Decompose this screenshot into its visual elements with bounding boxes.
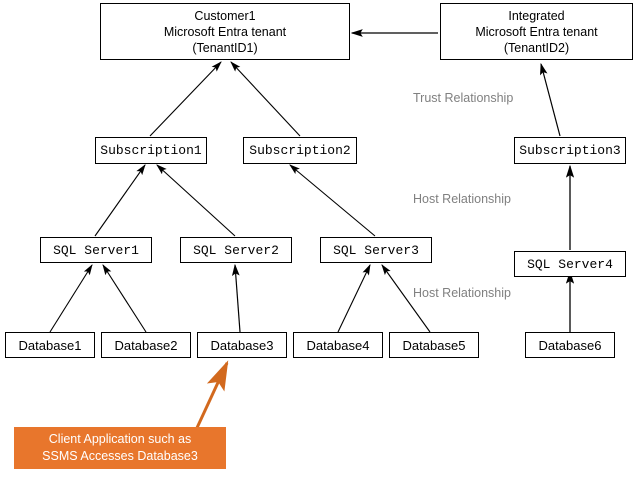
tenant2-line1: Integrated [508, 8, 565, 23]
node-database5[interactable]: Database5 [389, 332, 479, 358]
node-subscription1[interactable]: Subscription1 [95, 137, 207, 164]
database6-label: Database6 [538, 337, 602, 353]
node-sqlserver3[interactable]: SQL Server3 [320, 237, 432, 263]
database4-label: Database4 [306, 337, 370, 353]
callout-client-application[interactable]: Client Application such as SSMS Accesses… [14, 427, 226, 469]
edge-database4-to-sqlserver3 [337, 264, 371, 333]
edge-subscription1-to-tenant1 [149, 61, 222, 137]
subscription1-label: Subscription1 [100, 143, 202, 158]
edge-database3-to-sqlserver2 [231, 263, 241, 333]
label-host-relationship-1: Host Relationship [413, 192, 511, 206]
tenant2-line2: Microsoft Entra tenant [475, 24, 598, 39]
sqlserver2-label: SQL Server2 [193, 242, 279, 258]
sqlserver1-label: SQL Server1 [53, 242, 139, 258]
node-sqlserver4[interactable]: SQL Server4 [514, 251, 626, 277]
edge-subscription2-to-tenant1 [230, 61, 301, 137]
node-database4[interactable]: Database4 [293, 332, 383, 358]
edge-subscription3-to-tenant2 [540, 62, 561, 137]
label-trust-relationship: Trust Relationship [413, 91, 514, 105]
edge-callout-to-database3 [194, 360, 229, 431]
edge-sqlserver3-to-subscription2 [289, 164, 376, 237]
node-sqlserver1[interactable]: SQL Server1 [40, 237, 152, 263]
node-database6[interactable]: Database6 [525, 332, 615, 358]
node-sqlserver2[interactable]: SQL Server2 [180, 237, 292, 263]
tenant1-line3: (TenantID1) [192, 40, 258, 55]
sqlserver4-label: SQL Server4 [527, 256, 613, 272]
sqlserver3-label: SQL Server3 [333, 242, 419, 258]
tenant2-line3: (TenantID2) [503, 40, 570, 55]
database3-label: Database3 [210, 337, 274, 353]
node-tenant-integrated[interactable]: Integrated Microsoft Entra tenant (Tenan… [440, 3, 633, 60]
label-host-relationship-2: Host Relationship [413, 286, 511, 300]
edge-database1-to-sqlserver1 [49, 264, 93, 333]
node-subscription3[interactable]: Subscription3 [514, 137, 626, 164]
node-database3[interactable]: Database3 [197, 332, 287, 358]
callout-line2: SSMS Accesses Database3 [42, 449, 198, 463]
edge-sqlserver2-to-subscription1 [156, 164, 236, 237]
subscription2-label: Subscription2 [249, 143, 351, 158]
database1-label: Database1 [18, 337, 82, 353]
callout-line1: Client Application such as [48, 432, 192, 446]
edge-sqlserver1-to-subscription1 [94, 164, 146, 237]
tenant1-line1: Customer1 [194, 8, 256, 23]
tenant1-line2: Microsoft Entra tenant [163, 24, 287, 39]
node-subscription2[interactable]: Subscription2 [243, 137, 357, 164]
edge-database2-to-sqlserver1 [102, 264, 147, 333]
database5-label: Database5 [402, 337, 466, 353]
database2-label: Database2 [114, 337, 178, 353]
node-database2[interactable]: Database2 [101, 332, 191, 358]
node-tenant-customer1[interactable]: Customer1 Microsoft Entra tenant (Tenant… [100, 3, 350, 60]
subscription3-label: Subscription3 [519, 143, 621, 158]
node-database1[interactable]: Database1 [5, 332, 95, 358]
